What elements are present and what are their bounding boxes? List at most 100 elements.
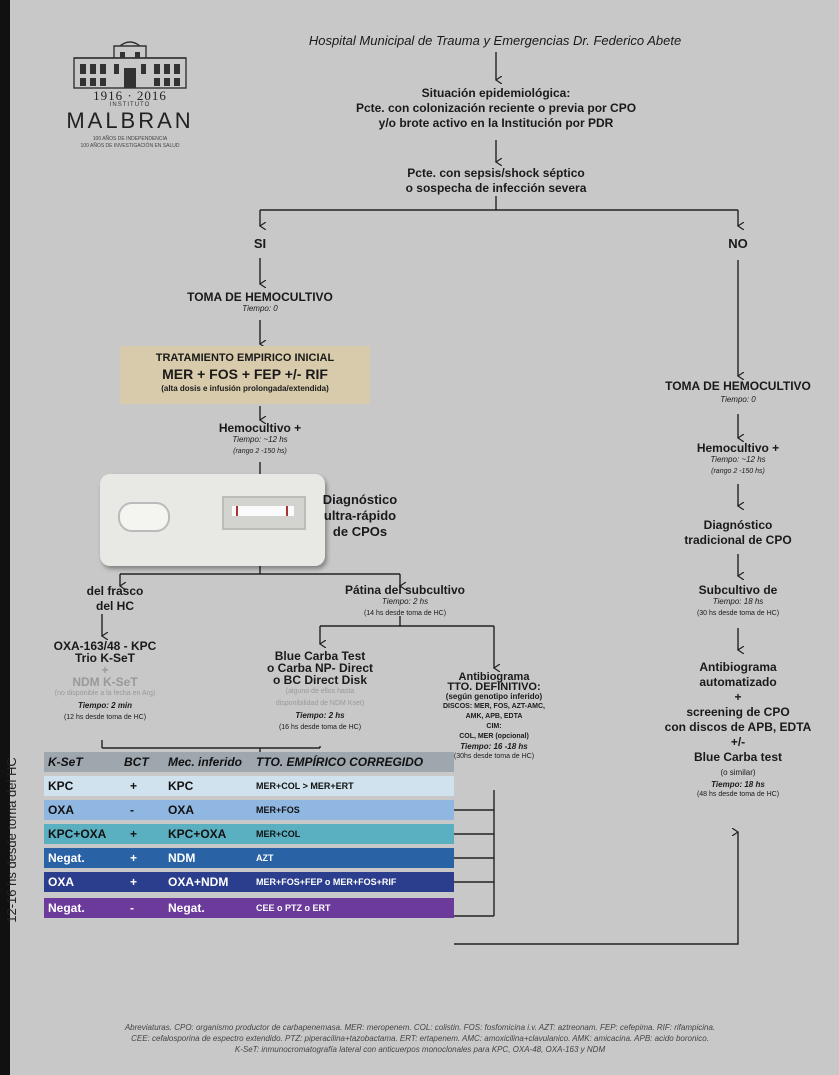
logo-subtitle: 100 AÑOS DE INDEPENDENCIA 100 AÑOS DE IN… [60,136,200,150]
right-hemo: Hemocultivo + [696,441,780,455]
del-frasco: del frasco del HC [60,584,170,614]
trat-title: TRATAMIENTO EMPIRICO INICIAL [155,352,335,364]
cell-kset: KPC [48,779,74,793]
antibio-line-7: COL, MER (opcional) [459,733,529,740]
diag-line-2: ultra-rápido [323,508,397,523]
antibiograma-definitivo: Antibiograma TTO. DEFINITIVO: (según gen… [420,672,568,762]
patina-subcultivo: Pátina del subcultivo Tiempo: 2 hs (14 h… [320,584,490,620]
hemocultivo-right: Hemocultivo + Tiempo: ~12 hs (rango 2 -1… [668,442,808,478]
right-screening-1: screening de CPO [686,705,790,719]
cell-bct: + [130,779,138,793]
right-diag-1: Diagnóstico [703,518,773,532]
logo-institute: INSTITUTO [109,102,151,108]
table-header: K-SeT BCT Mec. inferido TTO. EMPÍRICO CO… [44,752,454,772]
antibio-line-3: (según genotipo inferido) [445,692,543,701]
right-toma: TOMA DE HEMOCULTIVO [665,379,811,393]
cell-bct: - [130,901,134,915]
hemo-title: Hemocultivo + [218,421,302,435]
diagnostico-tradicional: Diagnóstico tradicional de CPO [658,518,818,548]
cell-tto: CEE o PTZ o ERT [256,903,331,913]
bct-time: Tiempo: 2 hs [295,711,345,720]
logo-sub-1: 100 AÑOS DE INDEPENDENCIA [92,136,168,142]
right-sub-time: Tiempo: 18 hs [712,597,764,606]
diag-line-1: Diagnóstico [322,492,398,507]
sepsis-line-2: o sospecha de infección severa [405,181,587,195]
kit-sample-well [118,502,170,532]
abbr-line-2: CEE: cefalosporina de espectro extendido… [131,1034,709,1043]
logo-years: 1916 · 2016 [93,88,167,103]
hemo-time: Tiempo: ~12 hs [232,435,288,444]
right-plus: + [734,690,742,704]
oxa-line-1: OXA-163/48 - KPC [53,639,157,653]
right-hemo-time: Tiempo: ~12 hs [710,455,766,464]
blue-carba-box: Blue Carba Test o Carba NP- Direct o BC … [250,650,390,734]
cell-kset: Negat. [48,851,85,865]
situacion-box: Situación epidemiológica: Pcte. con colo… [300,86,692,131]
ndm-kset: NDM K-SeT [72,675,138,689]
antibio-note: (30hs desde toma de HC) [453,753,535,760]
hemo-range: (rango 2 -150 hs) [233,448,287,455]
right-screening-2: con discos de APB, EDTA [664,720,812,734]
cell-bct: - [130,803,134,817]
toma-hemocultivo-right: TOMA DE HEMOCULTIVO Tiempo: 0 [638,380,838,406]
trat-drugs: MER + FOS + FEP +/- RIF [162,366,328,382]
antibio-line-5: AMK, APB, EDTA [465,713,523,720]
patina-title: Pátina del subcultivo [344,583,466,597]
patina-time: Tiempo: 2 hs [381,597,429,606]
cell-mec: OXA [168,803,195,817]
subcultivo-right: Subcultivo de Tiempo: 18 hs (30 hs desde… [668,584,808,620]
tratamiento-empirico-box: TRATAMIENTO EMPIRICO INICIAL MER + FOS +… [120,346,370,404]
antibio-line-1: Antibiograma [458,671,530,683]
toma-time: Tiempo: 0 [242,304,278,313]
cell-tto: MER+COL [256,829,301,839]
right-plusminus: +/- [730,735,746,749]
situacion-title: Situación epidemiológica: [421,86,571,100]
antibio-line-2: TTO. DEFINITIVO: [447,681,541,693]
toma-hemocultivo-left: TOMA DE HEMOCULTIVO Tiempo: 0 [160,290,360,313]
hospital-title: Hospital Municipal de Trauma y Emergenci… [308,33,682,48]
cell-kset: Negat. [48,901,85,915]
oxa-line-2: Trio K-SeT [74,651,135,665]
header-tto: TTO. EMPÍRICO CORREGIDO [256,755,424,769]
header-bct: BCT [124,755,149,769]
header-mec: Mec. inferido [168,755,243,769]
diagnostico-rapido: Diagnóstico ultra-rápido de CPOs [310,492,410,540]
malbran-building-logo [73,41,187,89]
sepsis-box: Pcte. con sepsis/shock séptico o sospech… [330,166,662,196]
antibio-line-4: DISCOS: MER, FOS, AZT-AMC, [442,703,546,710]
cell-bct: + [130,875,138,889]
oxa-time: Tiempo: 2 min [77,701,133,710]
cell-kset: OXA [48,875,75,889]
right-time: Tiempo: 18 hs [711,780,765,789]
cell-mec: KPC+OXA [168,827,227,841]
cell-bct: + [130,827,138,841]
situacion-line-2: y/o brote activo en la Institución por P… [378,116,614,130]
right-ab-2: automatizado [699,675,777,689]
right-toma-time: Tiempo: 0 [720,395,756,404]
right-note: (48 hs desde toma de HC) [696,791,780,798]
ndm-note: (no disponible a la fecha en Arg) [54,690,156,697]
table-row: Negat. - Negat. CEE o PTZ o ERT [44,898,454,918]
rapid-test-kit-image [100,474,325,566]
right-similar: (o similar) [720,768,756,777]
hemocultivo-left: Hemocultivo + Tiempo: ~12 hs (rango 2 -1… [180,422,340,458]
kit-markings [230,532,300,558]
no-label: NO [728,236,748,251]
table-row: KPC+OXA + KPC+OXA MER+COL [44,824,454,844]
si-label: SI [253,236,267,251]
antibio-time: Tiempo: 16 -18 hs [460,742,528,751]
cell-kset: KPC+OXA [48,827,107,841]
cell-mec: Negat. [168,901,205,915]
cell-tto: MER+COL > MER+ERT [256,781,354,791]
bct-line-3: o BC Direct Disk [272,673,368,687]
frasco-line-1: del frasco [86,584,144,598]
trat-note: (alta dosis e infusión prolongada/extend… [161,384,329,393]
patina-note: (14 hs desde toma de HC) [363,610,447,617]
cell-tto: AZT [256,853,274,863]
oxa-note: (12 hs desde toma de HC) [63,714,147,721]
bct-note: (16 hs desde toma de HC) [278,724,362,731]
